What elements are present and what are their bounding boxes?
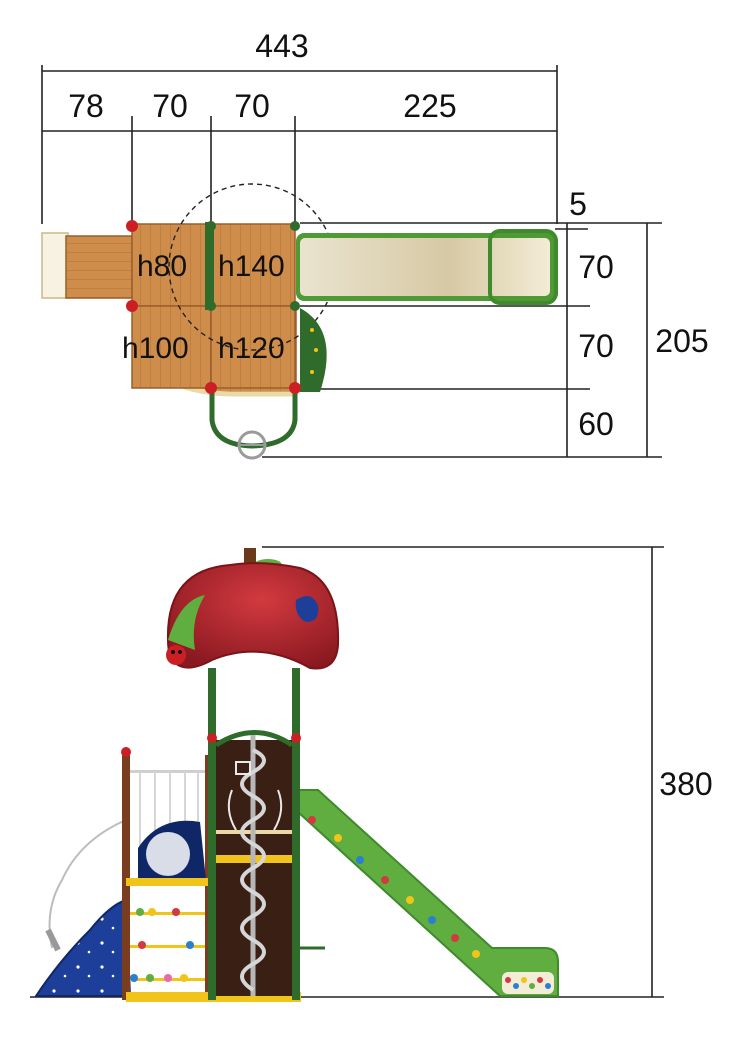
platform-height-label: h140 (218, 250, 285, 283)
width-total-label: 443 (255, 28, 308, 64)
depth-row2-label: 70 (578, 328, 614, 364)
roof-hole (295, 596, 319, 622)
height-total-label: 380 (659, 766, 712, 802)
slide-elevation (297, 789, 559, 997)
post-bar (205, 222, 214, 310)
tube-outline (48, 819, 127, 949)
post-cap (121, 747, 131, 757)
arch-handrail (209, 390, 298, 449)
width-seg2-label: 70 (152, 88, 188, 124)
climbing-wall (34, 898, 132, 997)
depth-dimension-lines (262, 222, 662, 458)
width-seg4-label: 225 (403, 88, 456, 124)
post-cap (291, 733, 301, 743)
side-panel (300, 308, 327, 392)
width-dimension-lines (41, 65, 558, 224)
entry-bridge (65, 235, 133, 299)
depth-gap-label: 5 (569, 186, 587, 222)
post-cap (206, 221, 216, 231)
plan-drawing (41, 183, 558, 460)
elevation-view: 380 (30, 546, 713, 1002)
post-cap (205, 382, 217, 394)
left-tower-post (122, 755, 130, 1000)
roof-dome (166, 562, 340, 670)
entry-ramp (41, 232, 69, 299)
post-cap (126, 220, 138, 232)
left-deck (126, 878, 210, 886)
spiral-pole (240, 735, 266, 996)
width-seg1-label: 78 (68, 88, 104, 124)
platform-height-label: h80 (137, 250, 187, 283)
depth-total-label: 205 (655, 323, 708, 359)
moon-icon (146, 832, 190, 876)
platform-h120 (210, 305, 296, 389)
post-cap (126, 300, 138, 312)
elevation-drawing (34, 548, 559, 1002)
depth-row3-label: 60 (578, 406, 614, 442)
post-cap (289, 382, 301, 394)
platform-height-label: h120 (218, 332, 285, 365)
main-tower-post (292, 668, 300, 1000)
post-cap (290, 301, 300, 311)
slide-plan-surface (300, 238, 550, 296)
steering-wheel-icon (237, 430, 267, 460)
platform-height-label: h100 (122, 332, 189, 365)
depth-row1-label: 70 (578, 249, 614, 285)
abacus-beads (130, 908, 194, 982)
slide-dots (308, 816, 551, 989)
post-cap (206, 301, 216, 311)
width-seg3-label: 70 (234, 88, 270, 124)
post-cap (207, 733, 217, 743)
post-cap (290, 221, 300, 231)
caterpillar (168, 595, 205, 650)
apple-roof (166, 548, 340, 670)
plan-view: 443 78 70 70 225 5 70 70 60 205 (41, 28, 709, 460)
platform-h140 (210, 223, 296, 307)
ball-pit (502, 972, 554, 994)
main-tower-post (208, 668, 216, 1000)
